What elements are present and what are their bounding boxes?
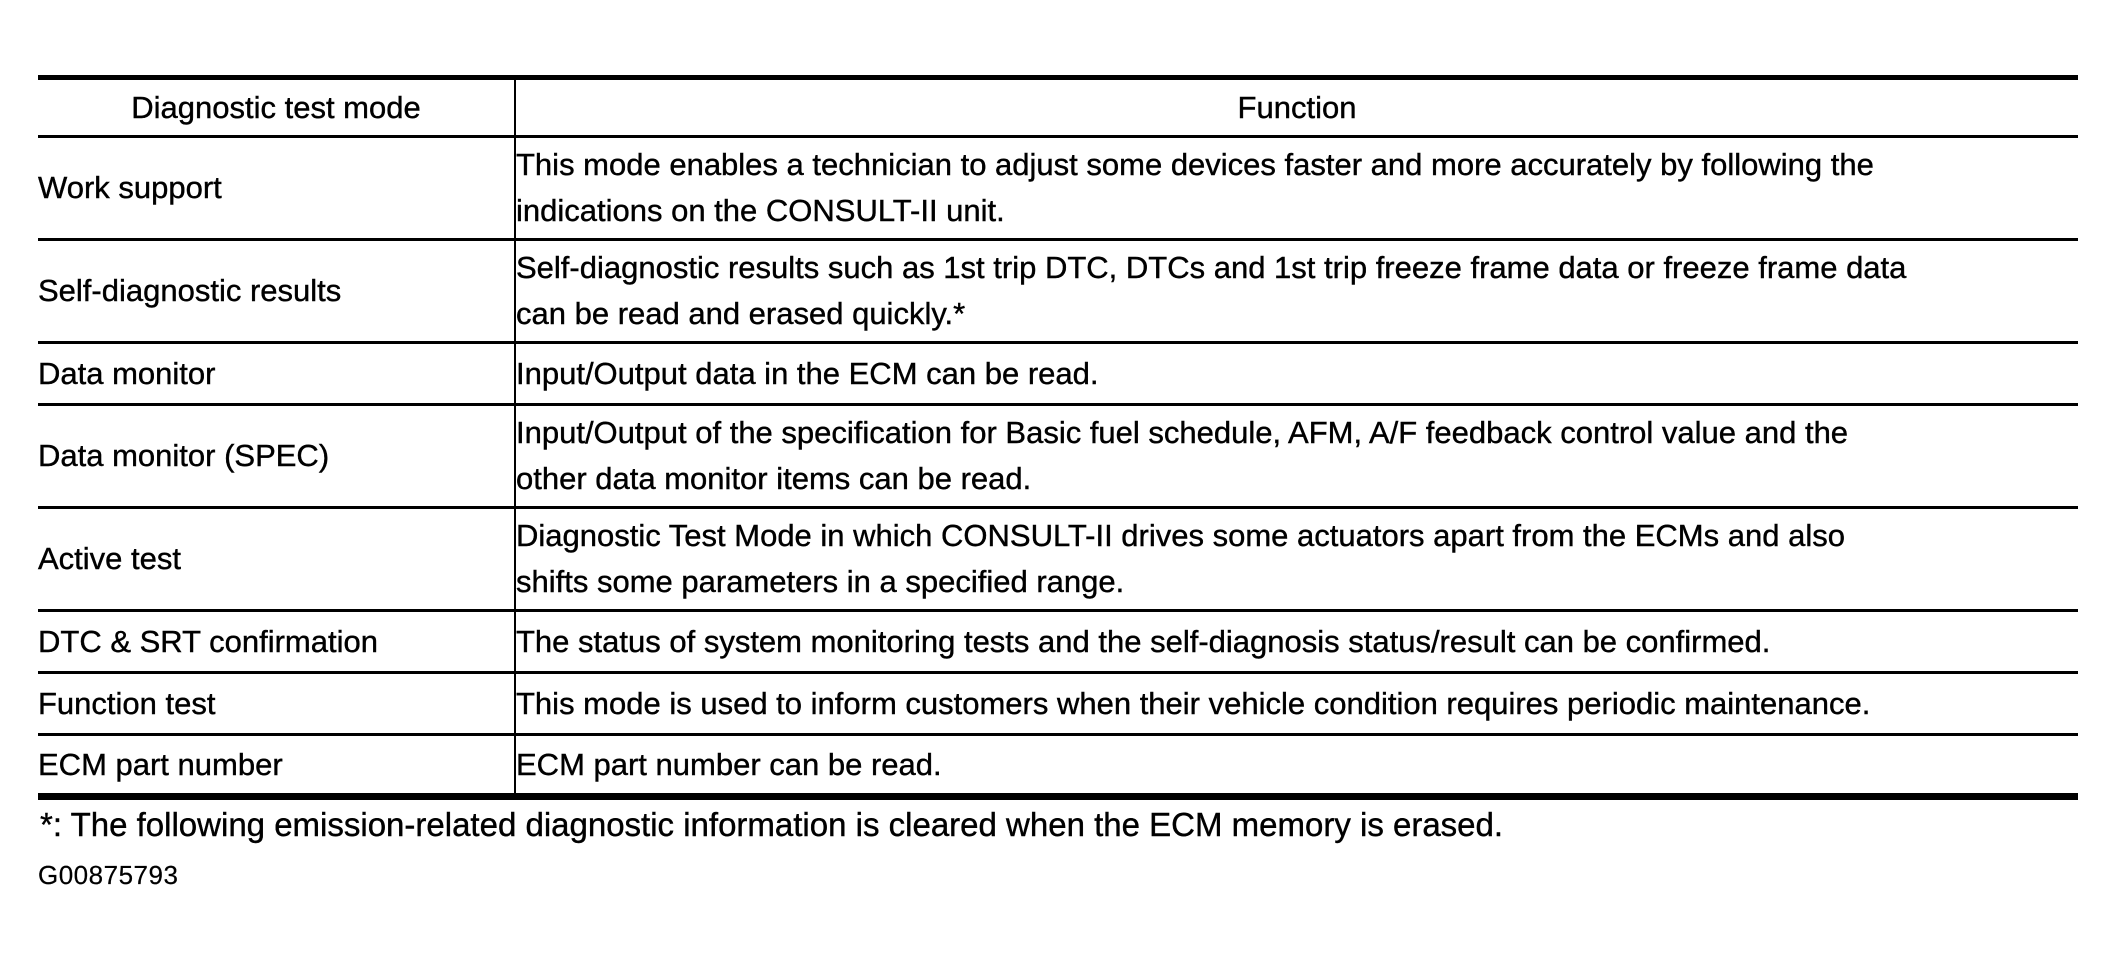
mode-cell: Self-diagnostic results [38,273,342,308]
function-line: Self-diagnostic results such as 1st trip… [516,250,1907,285]
table-row: Data monitor Input/Output data in the EC… [38,342,2078,405]
header-diagnostic-test-mode: Diagnostic test mode [131,89,421,125]
mode-cell: Active test [38,541,181,576]
mode-cell: Data monitor [38,355,216,391]
mode-cell: ECM part number [38,746,283,782]
emission-footnote: *: The following emission-related diagno… [40,806,1504,843]
function-cell: Input/Output of the specification for Ba… [514,404,2078,508]
function-cell: This mode is used to inform customers wh… [514,672,2078,735]
table-row: Active test Diagnostic Test Mode in whic… [38,507,2078,611]
function-cell: ECM part number can be read. [514,734,2078,797]
function-line: Input/Output data in the ECM can be read… [516,355,1099,391]
table-row: Function test This mode is used to infor… [38,672,2078,735]
function-line: The status of system monitoring tests an… [516,623,1771,659]
function-line: ECM part number can be read. [516,746,942,782]
mode-cell: Work support [38,170,222,205]
function-line: This mode enables a technician to adjust… [516,147,1874,182]
function-line: This mode is used to inform customers wh… [516,685,1871,721]
table-header-row: Diagnostic test mode Function [38,77,2078,137]
function-line: Diagnostic Test Mode in which CONSULT-II… [516,518,1845,553]
mode-cell: Function test [38,685,216,721]
function-line: Input/Output of the specification for Ba… [516,415,1849,450]
function-line: indications on the CONSULT-II unit. [516,193,1005,228]
function-cell: The status of system monitoring tests an… [514,610,2078,673]
table-row: Data monitor (SPEC) Input/Output of the … [38,404,2078,508]
header-function: Function [514,77,2078,137]
table-row: Self-diagnostic results Self-diagnostic … [38,239,2078,343]
mode-cell: DTC & SRT confirmation [38,623,378,659]
function-line: shifts some parameters in a specified ra… [516,564,1125,599]
figure-code: G00875793 [38,860,179,890]
table-row: ECM part number ECM part number can be r… [38,734,2078,797]
function-line: can be read and erased quickly.* [516,296,966,331]
function-cell: This mode enables a technician to adjust… [514,136,2078,240]
function-cell: Diagnostic Test Mode in which CONSULT-II… [514,507,2078,611]
diagnostic-test-mode-table: Diagnostic test mode Function Work suppo… [38,75,2078,800]
function-line: other data monitor items can be read. [516,461,1032,496]
table-row: Work support This mode enables a technic… [38,136,2078,240]
function-cell: Self-diagnostic results such as 1st trip… [514,239,2078,343]
table-row: DTC & SRT confirmation The status of sys… [38,610,2078,673]
mode-cell: Data monitor (SPEC) [38,438,330,473]
function-cell: Input/Output data in the ECM can be read… [514,342,2078,405]
